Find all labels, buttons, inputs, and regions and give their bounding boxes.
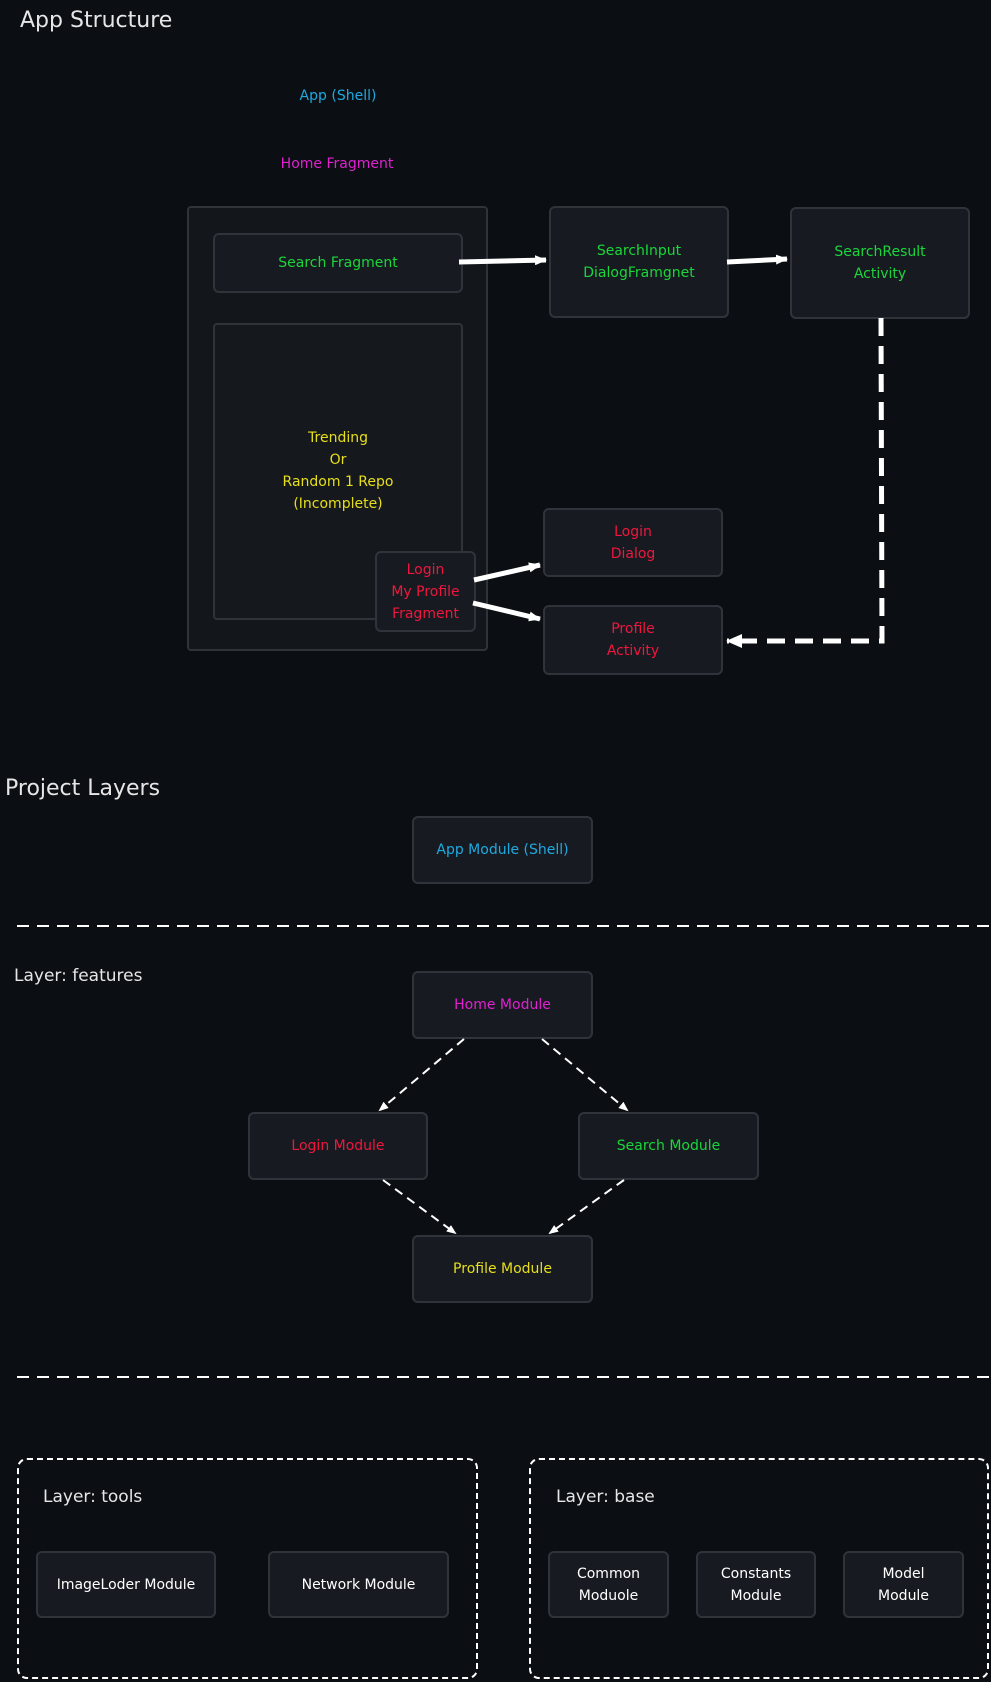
- arrow-search-result-to-profile-activity: [727, 317, 885, 644]
- login-dialog-node[interactable]: Login Dialog: [543, 508, 723, 577]
- search-fragment-node[interactable]: Search Fragment: [213, 233, 463, 293]
- arrow-search-to-profile-module: [548, 1179, 625, 1235]
- constants-module-line-1: Constants: [720, 1565, 792, 1582]
- profile-activity-node[interactable]: Profile Activity: [543, 605, 723, 675]
- model-module-line-2: Module: [878, 1587, 929, 1604]
- search-fragment-label: Search Fragment: [278, 255, 398, 271]
- profile-activity-line-2: Activity: [606, 643, 660, 659]
- model-module-line-1: Model: [882, 1565, 925, 1582]
- tools-layer-box: [17, 1458, 478, 1679]
- constants-module-node[interactable]: Constants Module: [696, 1551, 816, 1618]
- network-module-node[interactable]: Network Module: [268, 1551, 449, 1618]
- login-my-profile-line-3: Fragment: [392, 605, 459, 622]
- model-module-node[interactable]: Model Module: [843, 1551, 964, 1618]
- tools-layer-label: Layer: tools: [43, 1487, 143, 1507]
- search-input-line-2: DialogFramgnet: [583, 265, 695, 281]
- arrow-login-to-profile-module: [382, 1179, 457, 1235]
- base-layer-box: [529, 1458, 989, 1679]
- app-structure-heading: App Structure: [20, 8, 173, 33]
- project-layers-heading: Project Layers: [5, 776, 161, 801]
- login-module-node[interactable]: Login Module: [248, 1112, 428, 1180]
- app-module-node[interactable]: App Module (Shell): [412, 816, 593, 884]
- search-module-label: Search Module: [616, 1138, 721, 1154]
- login-my-profile-line-1: Login: [406, 561, 445, 578]
- search-result-line-1: SearchResult: [834, 244, 926, 260]
- app-module-label: App Module (Shell): [436, 842, 569, 858]
- network-module-label: Network Module: [301, 1576, 416, 1593]
- search-result-activity-node[interactable]: SearchResult Activity: [790, 207, 970, 319]
- arrowhead-profile-activity: [726, 634, 742, 648]
- arrow-home-to-search-module: [541, 1038, 629, 1112]
- profile-module-label: Profile Module: [453, 1261, 552, 1277]
- common-module-line-2: Moduole: [578, 1587, 639, 1604]
- home-module-label: Home Module: [454, 997, 551, 1013]
- trending-line-2: Or: [329, 452, 347, 468]
- profile-module-node[interactable]: Profile Module: [412, 1235, 593, 1303]
- common-module-node[interactable]: Common Moduole: [548, 1551, 669, 1618]
- constants-module-line-2: Module: [730, 1587, 782, 1604]
- imageloder-module-label: ImageLoder Module: [56, 1576, 196, 1593]
- app-shell-label: App (Shell): [299, 88, 377, 104]
- trending-panel[interactable]: Trending Or Random 1 Repo (Incomplete): [213, 323, 463, 620]
- trending-line-3: Random 1 Repo: [282, 474, 394, 490]
- features-layer-label: Layer: features: [14, 966, 143, 986]
- login-my-profile-line-2: My Profile: [391, 583, 460, 600]
- common-module-line-1: Common: [576, 1565, 641, 1582]
- base-layer-label: Layer: base: [556, 1487, 655, 1507]
- login-my-profile-fragment-node[interactable]: Login My Profile Fragment: [375, 551, 476, 632]
- trending-line-4: (Incomplete): [293, 496, 383, 512]
- imageloder-module-node[interactable]: ImageLoder Module: [36, 1551, 216, 1618]
- trending-text: Trending Or Random 1 Repo (Incomplete): [215, 427, 461, 515]
- arrow-search-input-to-search-result: [726, 254, 788, 265]
- login-dialog-line-2: Dialog: [610, 545, 656, 562]
- search-input-dialog-node[interactable]: SearchInput DialogFramgnet: [549, 206, 729, 318]
- search-module-node[interactable]: Search Module: [578, 1112, 759, 1180]
- home-fragment-label: Home Fragment: [280, 156, 394, 172]
- login-dialog-line-1: Login: [614, 523, 652, 540]
- arrow-home-to-login-module: [378, 1038, 465, 1112]
- profile-activity-line-1: Profile: [611, 621, 655, 637]
- login-module-label: Login Module: [291, 1138, 385, 1154]
- search-input-line-1: SearchInput: [596, 243, 682, 259]
- home-module-node[interactable]: Home Module: [412, 971, 593, 1039]
- trending-line-1: Trending: [308, 430, 368, 446]
- search-result-line-2: Activity: [853, 266, 907, 282]
